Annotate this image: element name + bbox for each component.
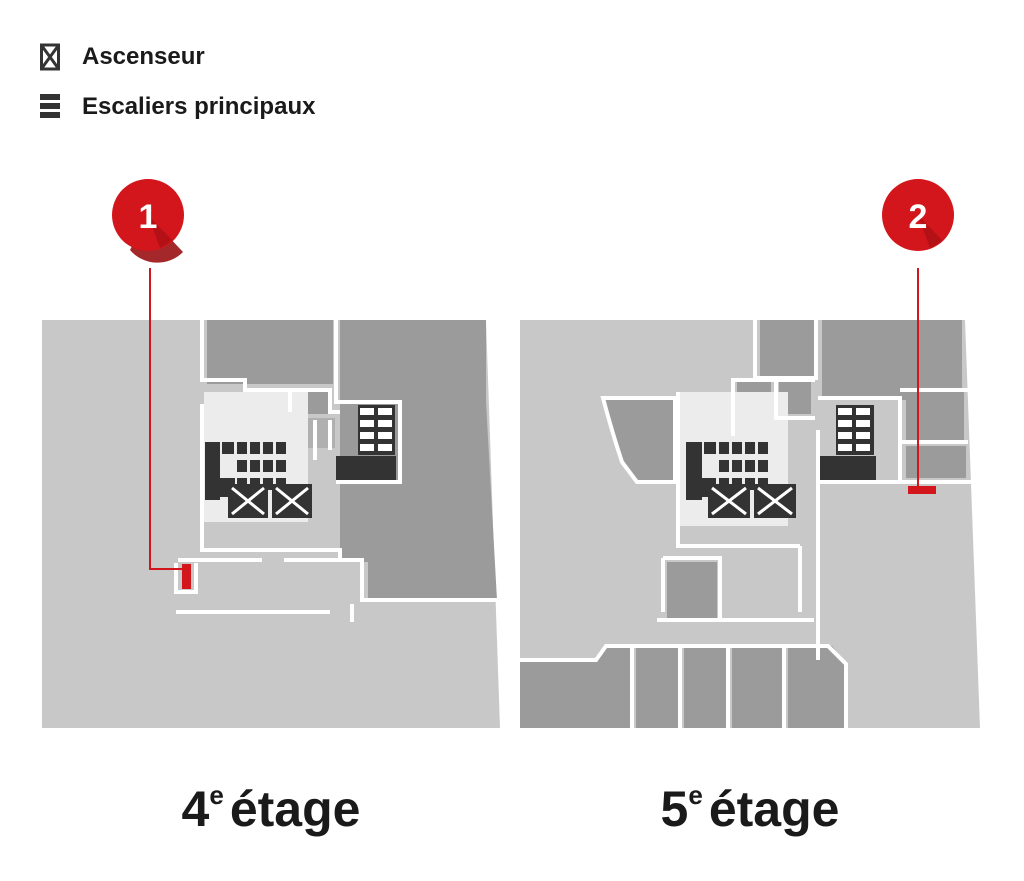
floor-4-superscript: e <box>209 780 224 810</box>
floor-5-superscript: e <box>688 780 703 810</box>
legend: Ascenseur Escaliers principaux <box>40 40 315 140</box>
floor-plan-4 <box>42 320 500 728</box>
floor-4-number: 4 <box>181 781 210 837</box>
marker-leader-lines <box>149 268 919 570</box>
location-pin-icon: 1 <box>112 179 184 263</box>
marker-1-number: 1 <box>139 198 158 236</box>
floor-5-number: 5 <box>660 781 689 837</box>
floor-4-name: étage <box>229 781 361 837</box>
elevator-icon <box>708 484 796 518</box>
legend-elevator-label: Ascenseur <box>82 43 205 70</box>
stairs-icon <box>40 94 60 118</box>
marker-2-number: 2 <box>909 198 928 236</box>
elevator-icon <box>228 484 312 518</box>
legend-stairs-label: Escaliers principaux <box>82 93 316 120</box>
legend-item-stairs: Escaliers principaux <box>40 90 315 124</box>
elevator-icon <box>40 43 60 71</box>
location-pin-icon: 2 <box>882 179 954 251</box>
legend-item-elevator: Ascenseur <box>40 40 315 74</box>
floor-plan-5 <box>520 320 980 728</box>
floor-5-name: étage <box>708 781 840 837</box>
